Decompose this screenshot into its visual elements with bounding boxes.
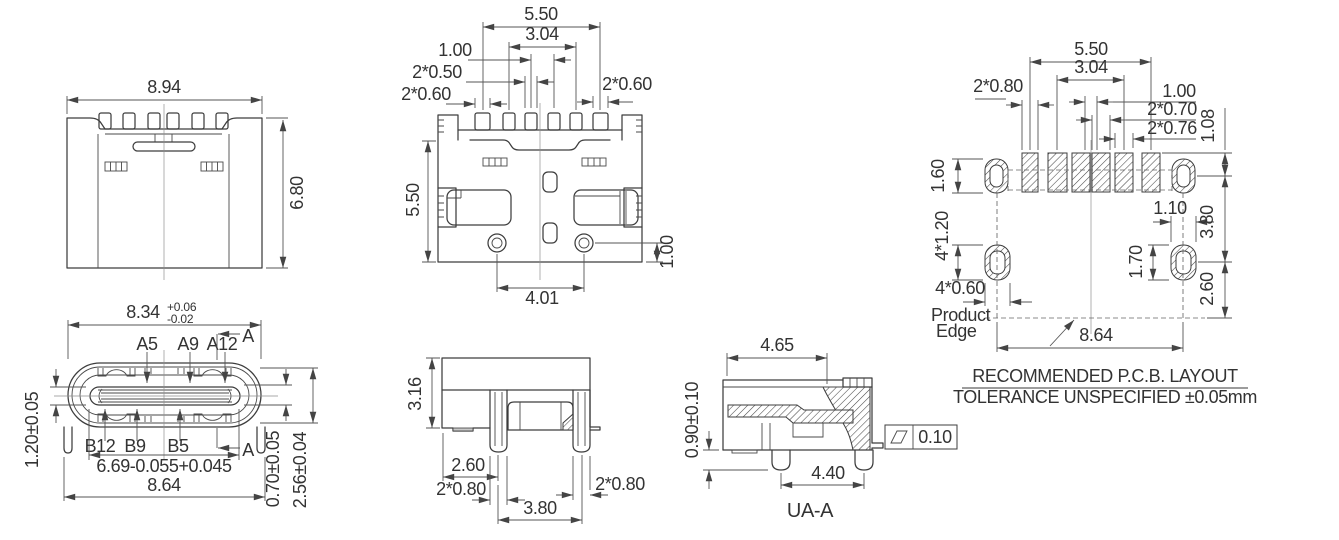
section-marker-bottom: A	[242, 440, 254, 460]
dim-pcb-pad-width-a: 2*0.70	[1147, 99, 1197, 119]
dim-face-leg-span: 8.64	[147, 475, 181, 495]
face-view: A5 A9 A12 B12 B9 B5 A A 8.34 +0.06 -0.02…	[22, 300, 318, 508]
pcb-layout-view: 5.50 3.04 2*0.80 1.00 2*0.70 2*0.76 1.08…	[928, 39, 1232, 352]
front-windows	[104, 161, 224, 172]
dim-pcb-slot-height-top: 1.60	[928, 159, 948, 193]
face-left-leg	[63, 426, 73, 454]
dim-side-height: 3.16	[405, 377, 425, 411]
face-latch-springs	[97, 368, 232, 422]
top-view-holes	[487, 233, 594, 253]
dim-front-width: 8.94	[147, 77, 181, 97]
face-right-leg	[256, 426, 266, 454]
dim-pcb-pad-span: 5.50	[1074, 39, 1108, 59]
front-shield-tabs	[98, 112, 229, 130]
dim-face-tongue-width: 6.69-0.055+0.045	[96, 456, 232, 476]
dim-pcb-pad-width-b: 2*0.76	[1147, 118, 1197, 138]
front-view: 8.94 6.80	[66, 77, 307, 280]
pcb-signal-pads	[1021, 152, 1161, 193]
flatness-icon	[890, 430, 908, 444]
dim-pcb-row-pitch: 3.80	[1197, 205, 1217, 239]
dim-section-leg-pitch: 4.40	[811, 463, 845, 483]
dim-face-tongue-offset: 0.70±0.05	[263, 430, 283, 507]
dim-side-leg-width-right: 2*0.80	[595, 474, 645, 494]
dim-face-shell-width: 8.34	[126, 302, 160, 322]
tolerance-note: TOLERANCE UNSPECIFIED ±0.05mm	[953, 387, 1257, 407]
dim-pcb-outer-pad-width: 2*0.80	[973, 76, 1023, 96]
dim-pcb-slot-height-bottom: 4*1.20	[932, 211, 952, 261]
notes: RECOMMENDED P.C.B. LAYOUT TOLERANCE UNSP…	[953, 366, 1257, 407]
section-view: 4.65 0.90±0.10 4.40 UA-A 0.10	[682, 335, 958, 522]
pin-label-b5: B5	[167, 436, 189, 456]
dim-top-pin-width-left: 2*0.60	[401, 84, 451, 104]
top-view-pins	[474, 112, 609, 131]
dim-face-shell-width-tol-minus: -0.02	[167, 312, 194, 326]
dim-top-depth: 5.50	[403, 183, 423, 217]
section-right-leg	[854, 449, 874, 471]
dim-front-height: 6.80	[287, 176, 307, 210]
pcb-layout-title: RECOMMENDED P.C.B. LAYOUT	[972, 366, 1238, 386]
section-left-leg	[771, 449, 791, 471]
pin-label-a12: A12	[207, 334, 238, 354]
top-center-cam-upper	[542, 171, 558, 193]
product-edge-label-2: Edge	[936, 321, 977, 341]
section-view-label: UA-A	[787, 500, 834, 522]
side-right-leg	[572, 389, 591, 453]
dim-pcb-center-pad-gap: 1.00	[1162, 81, 1196, 101]
product-edge-label-1: Product	[931, 305, 991, 325]
dim-top-pin-span: 3.04	[525, 24, 559, 44]
dim-side-leg-offset: 2.60	[451, 455, 485, 475]
side-left-leg	[489, 389, 508, 453]
flatness-callout: 0.10	[884, 424, 958, 450]
dim-pcb-slot-width: 4*0.60	[935, 278, 985, 298]
top-center-cam-lower	[542, 222, 558, 244]
dim-top-pin-width-mid: 2*0.50	[412, 62, 462, 82]
dim-pcb-pad-span-inner: 3.04	[1074, 57, 1108, 77]
dim-top-hole-pitch: 4.01	[525, 288, 559, 308]
dim-pcb-pad-length: 1.08	[1198, 109, 1218, 143]
dim-pcb-edge-distance: 2.60	[1197, 272, 1217, 306]
pin-label-b9: B9	[124, 436, 146, 456]
dim-face-tongue-thickness: 1.20±0.05	[22, 391, 42, 468]
dim-top-width: 5.50	[524, 4, 558, 24]
pin-label-b12: B12	[85, 436, 116, 456]
side-view: 3.16 2.60 2*0.80 3.80 2*0.80	[405, 357, 646, 524]
dim-top-pin-width-right: 2*0.60	[602, 74, 652, 94]
dim-section-standoff: 0.90±0.10	[682, 381, 702, 458]
dim-top-hole-to-edge: 1.00	[657, 235, 677, 269]
top-view: 5.50 3.04 1.00 2*0.50 2*0.60 2*0.60 5.50…	[401, 4, 677, 308]
pcb-anchor-slots	[984, 158, 1197, 281]
dim-side-leg-pitch: 3.80	[523, 498, 557, 518]
dim-pcb-edge-to-edge: 8.64	[1079, 325, 1113, 345]
dim-face-shell-width-tol-plus: +0.06	[167, 300, 197, 314]
flatness-value: 0.10	[918, 427, 952, 447]
dim-pcb-slot-height-right: 1.70	[1126, 245, 1146, 279]
dim-section-depth: 4.65	[760, 335, 794, 355]
dim-pcb-slot-width-right: 1.10	[1153, 198, 1187, 218]
dim-side-leg-width-left: 2*0.80	[436, 479, 486, 499]
pin-label-a9: A9	[177, 334, 199, 354]
top-view-windows	[482, 157, 607, 167]
section-marker-top: A	[242, 326, 254, 346]
pin-label-a5: A5	[136, 334, 158, 354]
dim-top-pin-gap: 1.00	[438, 40, 472, 60]
dim-face-cavity-height: 2.56±0.04	[290, 431, 310, 508]
